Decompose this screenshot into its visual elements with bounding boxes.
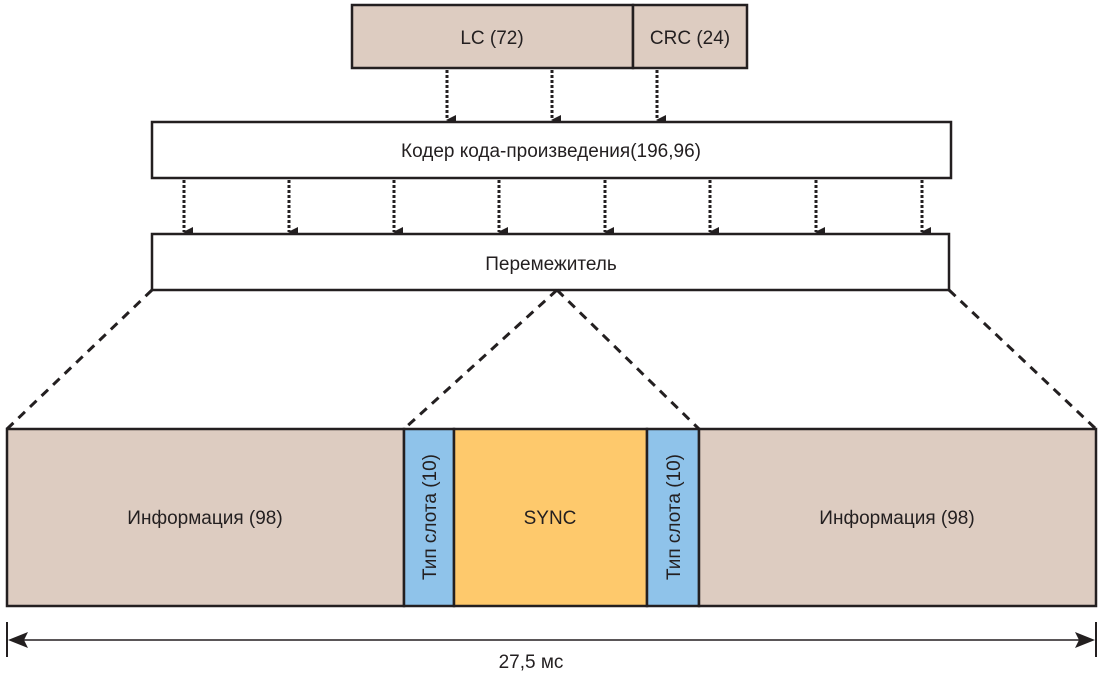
- slot-type-left-segment: [402, 427, 456, 608]
- dimension-arrowhead-right: [1075, 632, 1095, 648]
- slot-type-right-segment: [645, 427, 701, 608]
- projection-lines: [5, 288, 1098, 431]
- slot-type-left-label: Тип слота (10): [420, 454, 441, 580]
- input-block: LC (72) CRC (24): [350, 3, 749, 70]
- lc-label: LC (72): [460, 28, 523, 49]
- crc-field: [631, 3, 749, 70]
- dimension-arrowhead-left: [8, 632, 28, 648]
- slot-type-right-label: Тип слота (10): [664, 454, 685, 580]
- projection-line-outer-right: [947, 288, 1098, 431]
- sync-segment: [452, 427, 649, 608]
- lc-field: [350, 3, 635, 70]
- crc-label: CRC (24): [650, 28, 730, 49]
- projection-line-outer-left: [5, 288, 154, 431]
- info-left-label: Информация (98): [127, 508, 282, 529]
- info-right-label: Информация (98): [819, 508, 974, 529]
- info-left-segment: [5, 427, 406, 608]
- input-to-encoder-arrows: [445, 70, 666, 125]
- duration-dimension: 27,5 мс: [6, 622, 1097, 673]
- interleaver-box: [150, 232, 951, 292]
- encoder-block: Кодер кода-произведения(196,96): [150, 120, 953, 180]
- encoder-box: [150, 120, 953, 180]
- info-right-segment: [697, 427, 1098, 608]
- encoder-to-interleaver-arrows: [182, 180, 931, 237]
- projection-line-inner-right: [555, 288, 701, 431]
- encoder-label: Кодер кода-произведения(196,96): [401, 141, 701, 162]
- sync-label: SYNC: [524, 508, 577, 529]
- projection-line-inner-left: [402, 288, 559, 431]
- duration-label: 27,5 мс: [499, 652, 564, 673]
- interleaver-label: Перемежитель: [485, 254, 617, 275]
- burst-frame: Информация (98) Тип слота (10) SYNC Тип …: [5, 427, 1098, 608]
- interleaver-block: Перемежитель: [150, 232, 951, 292]
